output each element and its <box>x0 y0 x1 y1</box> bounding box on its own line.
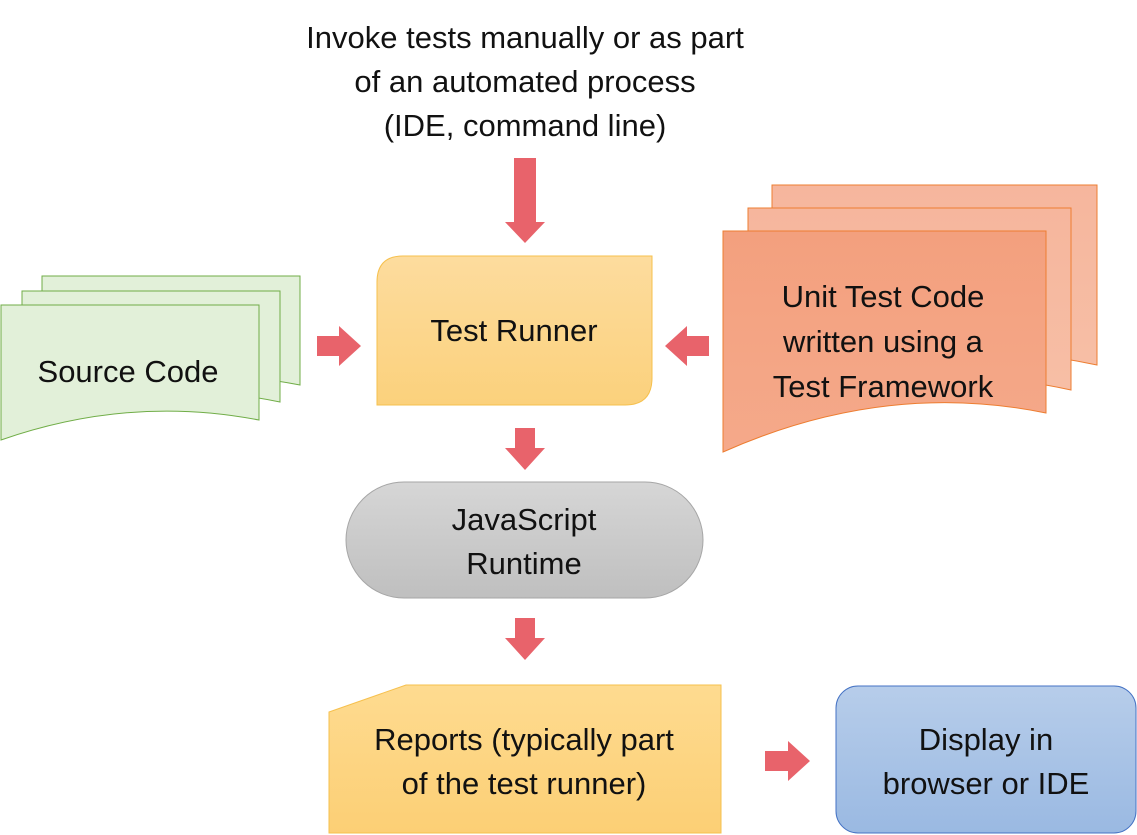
javascript-runtime-node: JavaScript Runtime <box>345 481 704 599</box>
arrows <box>317 158 810 781</box>
display-line-1: Display in <box>919 722 1053 757</box>
javascript-runtime-line-1: JavaScript <box>452 502 597 537</box>
reports-node: Reports (typically part of the test runn… <box>328 684 722 834</box>
source-code-label: Source Code <box>38 354 219 389</box>
display-shape <box>835 685 1137 834</box>
arrow-down-to-test-runner <box>505 158 545 243</box>
test-runner-label: Test Runner <box>430 313 597 348</box>
intro-line-3: (IDE, command line) <box>384 108 667 143</box>
display-node: Display in browser or IDE <box>835 685 1137 834</box>
arrow-runner-to-runtime <box>505 428 545 470</box>
intro-text: Invoke tests manually or as part of an a… <box>306 20 744 143</box>
arrow-runtime-to-reports <box>505 618 545 660</box>
display-line-2: browser or IDE <box>883 766 1090 801</box>
arrow-source-to-runner <box>317 326 361 366</box>
intro-line-1: Invoke tests manually or as part <box>306 20 744 55</box>
javascript-runtime-line-2: Runtime <box>466 546 581 581</box>
unit-test-doc-front <box>722 230 1047 453</box>
reports-shape <box>328 684 722 834</box>
javascript-runtime-shape <box>345 481 704 599</box>
test-runner-node: Test Runner <box>376 255 653 406</box>
source-code-node: Source Code <box>0 275 301 441</box>
arrow-reports-to-display <box>765 741 810 781</box>
reports-line-2: of the test runner) <box>402 766 647 801</box>
unit-test-code-line-1: Unit Test Code <box>782 279 985 314</box>
reports-line-1: Reports (typically part <box>374 722 674 757</box>
unit-test-code-node: Unit Test Code written using a Test Fram… <box>722 184 1098 453</box>
unit-test-code-line-3: Test Framework <box>773 369 994 404</box>
source-code-doc-front <box>0 304 260 441</box>
intro-line-2: of an automated process <box>354 64 695 99</box>
arrow-unittest-to-runner <box>665 326 709 366</box>
test-runner-shape <box>376 255 653 406</box>
unit-test-code-line-2: written using a <box>782 324 984 359</box>
